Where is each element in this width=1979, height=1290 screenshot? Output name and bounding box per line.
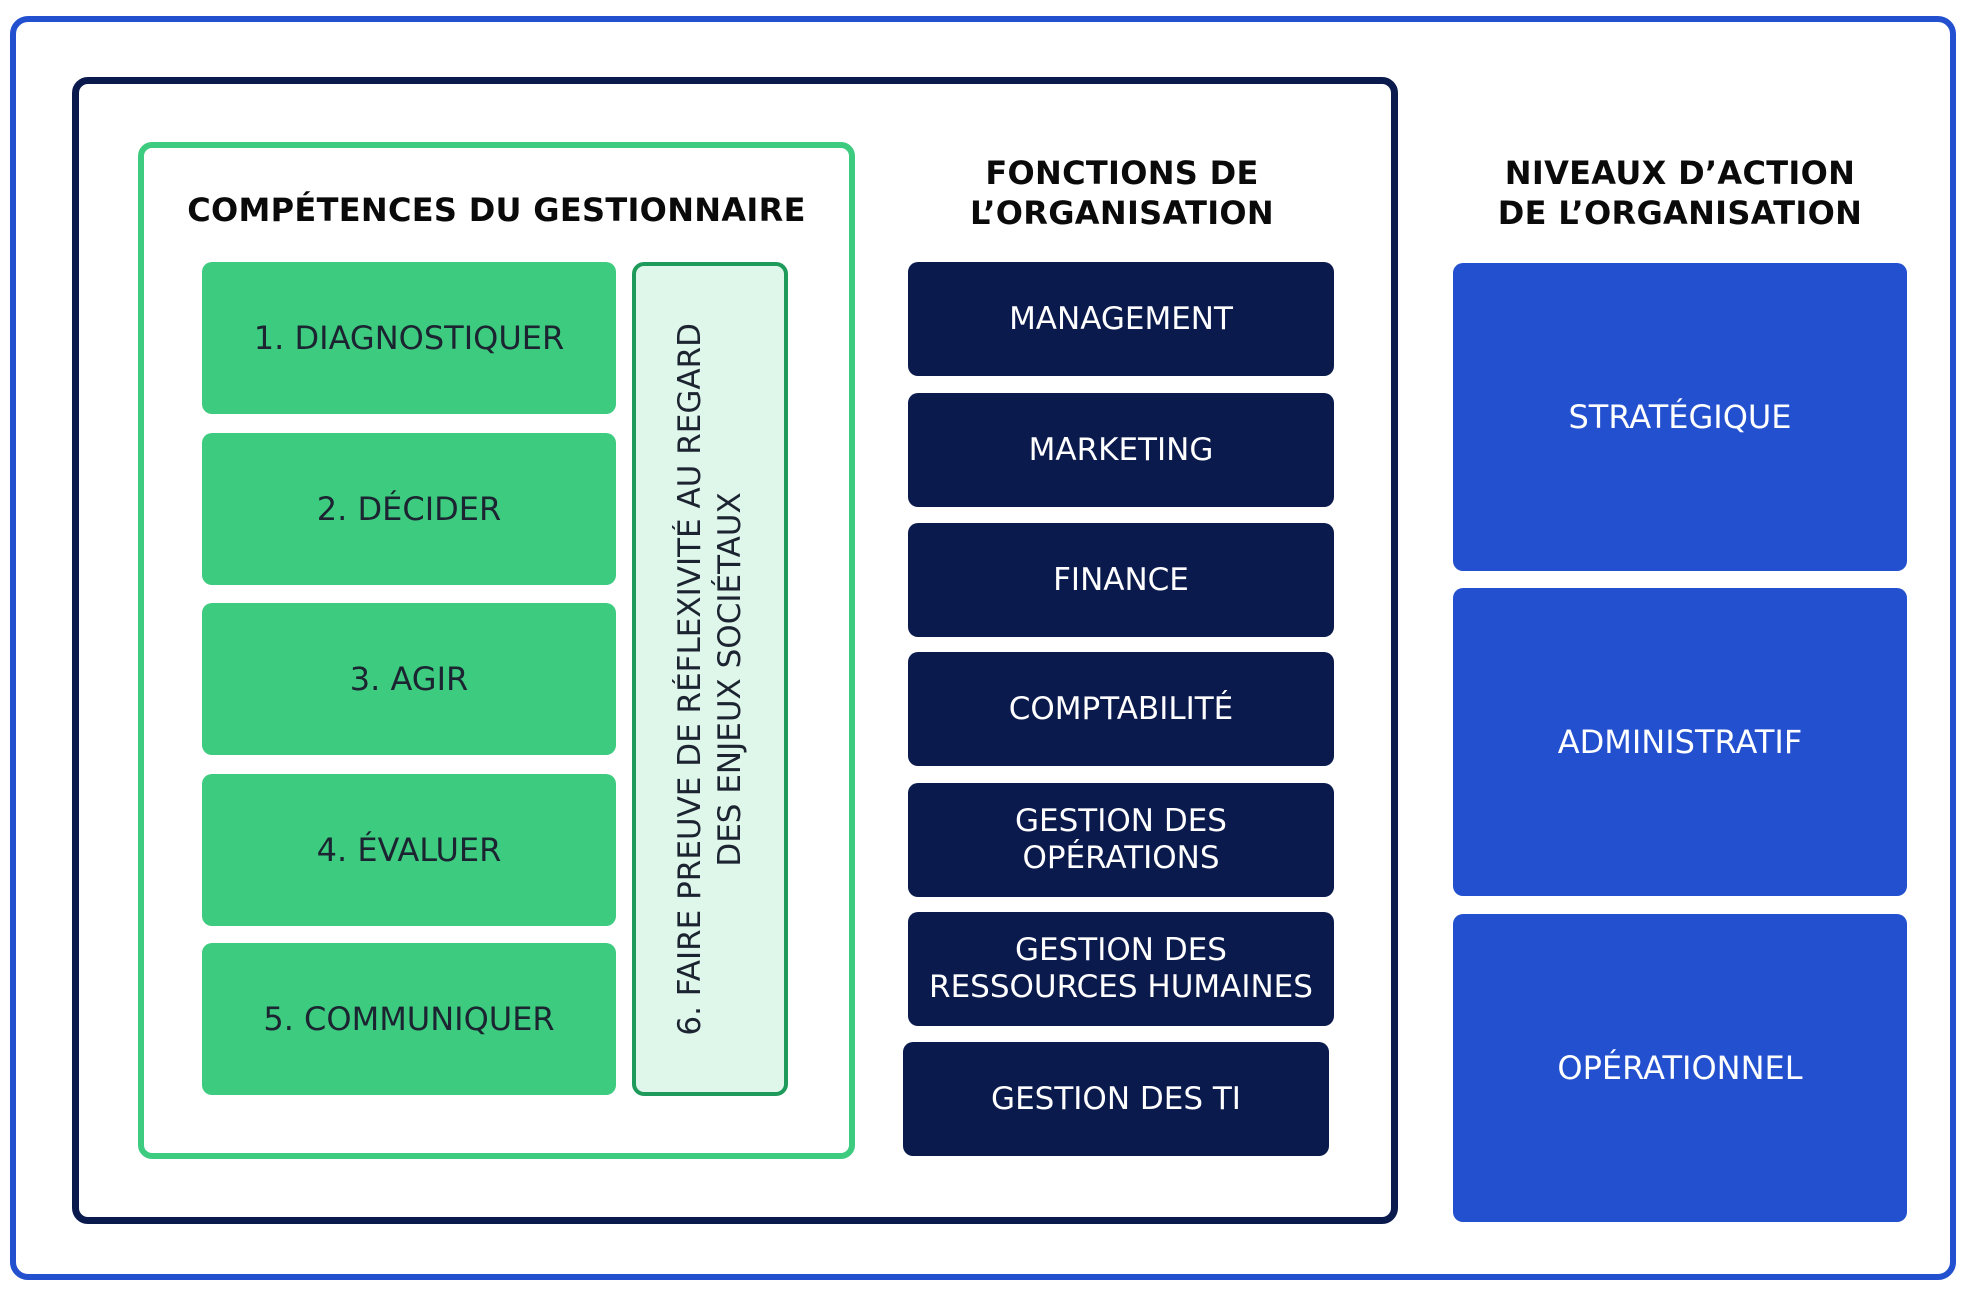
inner-frame [72,77,1398,1224]
skill-box-evaluer: 4. ÉVALUER [202,774,616,926]
level-box-strategique: STRATÉGIQUE [1453,263,1907,571]
function-box-management: MANAGEMENT [908,262,1334,376]
level-label: OPÉRATIONNEL [1557,1049,1803,1087]
skill-label: 4. ÉVALUER [316,831,502,869]
function-box-gestion-ti: GESTION DES TI [903,1042,1329,1156]
skills-heading: COMPÉTENCES DU GESTIONNAIRE [138,190,855,230]
skills-frame [138,142,855,1159]
function-label: MARKETING [1028,431,1214,468]
function-label-line-2: RESSOURCES HUMAINES [929,969,1313,1005]
function-label-line-2: OPÉRATIONS [1022,840,1220,876]
levels-heading-line-2: DE L’ORGANISATION [1497,194,1863,232]
reflexivity-line-2: DES ENJEUX SOCIÉTAUX [712,491,748,867]
skill-label: 5. COMMUNIQUER [263,1000,555,1038]
skill-box-diagnostiquer: 1. DIAGNOSTIQUER [202,262,616,414]
function-label: COMPTABILITÉ [1008,690,1234,727]
level-box-operationnel: OPÉRATIONNEL [1453,914,1907,1222]
function-label-line-1: GESTION DES [1015,932,1227,968]
levels-heading-line-1: NIVEAUX D’ACTION [1504,154,1856,192]
reflexivity-box: 6. FAIRE PREUVE DE RÉFLEXIVITÉ AU REGARD… [632,262,788,1096]
level-box-administratif: ADMINISTRATIF [1453,588,1907,896]
functions-heading-line-1: FONCTIONS DE [985,154,1259,192]
functions-heading: FONCTIONS DE L’ORGANISATION [902,153,1342,233]
function-box-comptabilite: COMPTABILITÉ [908,652,1334,766]
function-label: GESTION DES TI [991,1080,1241,1117]
outer-frame [10,16,1956,1280]
reflexivity-text: 6. FAIRE PREUVE DE RÉFLEXIVITÉ AU REGARD… [670,323,750,1036]
function-label: FINANCE [1053,561,1189,598]
function-box-gestion-operations: GESTION DES OPÉRATIONS [908,783,1334,897]
skill-box-decider: 2. DÉCIDER [202,433,616,585]
functions-heading-line-2: L’ORGANISATION [970,194,1274,232]
function-box-finance: FINANCE [908,523,1334,637]
function-label: MANAGEMENT [1009,300,1233,337]
skills-heading-text: COMPÉTENCES DU GESTIONNAIRE [187,191,806,229]
skill-box-communiquer: 5. COMMUNIQUER [202,943,616,1095]
skill-label: 1. DIAGNOSTIQUER [253,319,565,357]
function-box-marketing: MARKETING [908,393,1334,507]
skill-label: 3. AGIR [349,660,469,698]
levels-heading: NIVEAUX D’ACTION DE L’ORGANISATION [1450,153,1910,233]
function-label-line-1: GESTION DES [1015,803,1227,839]
reflexivity-line-1: 6. FAIRE PREUVE DE RÉFLEXIVITÉ AU REGARD [672,322,708,1036]
skill-label: 2. DÉCIDER [316,490,502,528]
level-label: STRATÉGIQUE [1568,398,1792,436]
skill-box-agir: 3. AGIR [202,603,616,755]
function-box-gestion-rh: GESTION DES RESSOURCES HUMAINES [908,912,1334,1026]
level-label: ADMINISTRATIF [1557,723,1803,761]
